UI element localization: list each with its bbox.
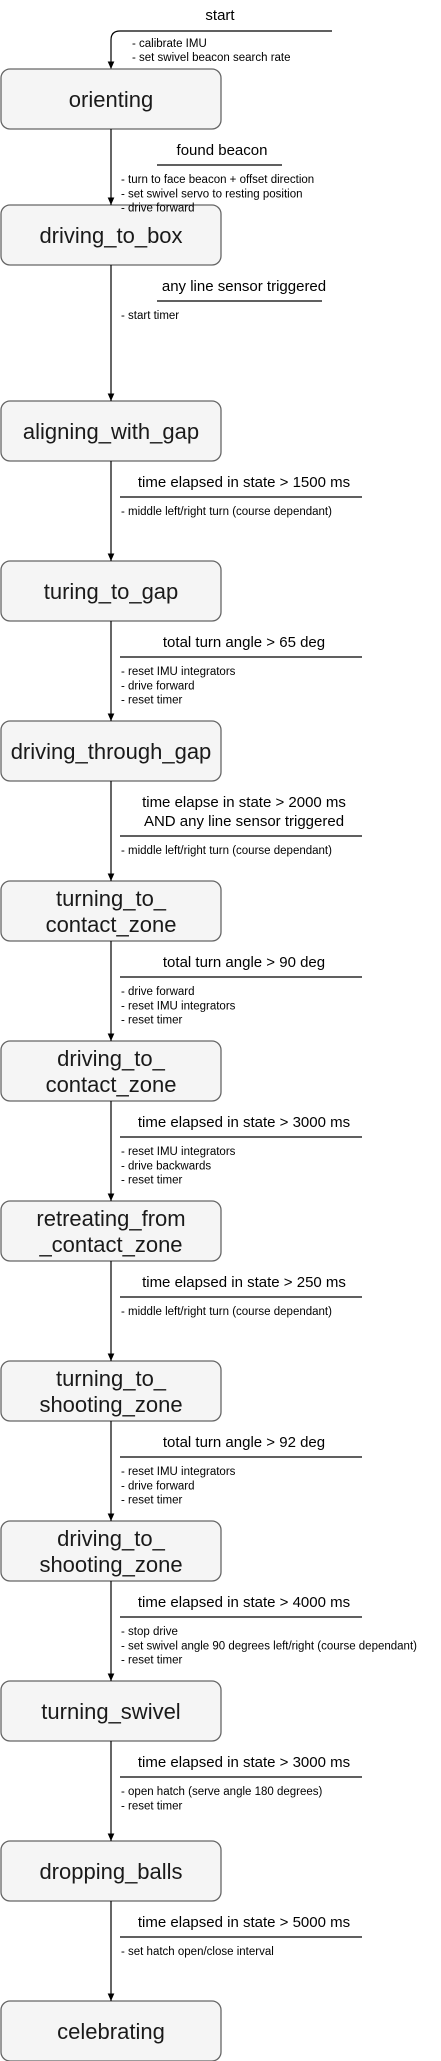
state-label: contact_zone (46, 1072, 177, 1097)
state-turning-to-shooting-zone: turning_to_shooting_zone (0, 1360, 222, 1422)
transition-condition: time elapsed in state > 250 ms (142, 1274, 346, 1291)
states-layer: orienting driving_to_box aligning_with_gap… (0, 68, 222, 2061)
transition-action: - reset timer (121, 1655, 183, 1667)
state-label: orienting (69, 87, 153, 112)
transition-action: - drive forward (121, 986, 195, 998)
state-turning-swivel: turning_swivel (0, 1680, 222, 1742)
transition-action: - reset IMU integrators (121, 1146, 236, 1158)
transitions-layer: found beacon - turn to face beacon + offs… (107, 129, 417, 2001)
transition-condition: time elapsed in state > 4000 ms (138, 1594, 350, 1611)
state-driving-to-box: driving_to_box (0, 204, 222, 266)
state-label: turning_to_ (56, 886, 167, 911)
transition-condition: time elapsed in state > 3000 ms (138, 1114, 350, 1131)
transition-action: - open hatch (serve angle 180 degrees) (121, 1786, 323, 1798)
state-label: _contact_zone (38, 1232, 182, 1257)
transition-action: - reset timer (121, 1800, 183, 1812)
state-driving-through-gap: driving_through_gap (0, 720, 222, 782)
transition-condition: total turn angle > 65 deg (163, 634, 325, 651)
state-label: shooting_zone (39, 1552, 182, 1577)
state-label: driving_to_ (57, 1046, 165, 1071)
transition: total turn angle > 90 deg - drive forward… (107, 941, 362, 1041)
transition-condition: total turn angle > 92 deg (163, 1434, 325, 1451)
state-label: contact_zone (46, 912, 177, 937)
transition-action: - drive backwards (121, 1160, 211, 1172)
transition-action: - set swivel angle 90 degrees left/right… (121, 1640, 417, 1652)
transition-action: - stop drive (121, 1626, 178, 1638)
transition-condition: total turn angle > 90 deg (163, 954, 325, 971)
transition-condition: any line sensor triggered (162, 278, 326, 295)
transition-action: - reset IMU integrators (121, 1000, 236, 1012)
state-label: celebrating (57, 2019, 165, 2044)
start-arrow (107, 30, 332, 69)
state-label: shooting_zone (39, 1392, 182, 1417)
state-driving-to-shooting-zone: driving_to_shooting_zone (0, 1520, 222, 1582)
transition: total turn angle > 92 deg - reset IMU int… (107, 1421, 362, 1521)
transition: found beacon - turn to face beacon + offs… (107, 129, 314, 215)
start-action-line: - set swivel beacon search rate (132, 52, 291, 64)
transition: total turn angle > 65 deg - reset IMU int… (107, 621, 362, 721)
start-action-line: - calibrate IMU (132, 38, 207, 50)
transition-action: - set hatch open/close interval (121, 1946, 274, 1958)
state-label: dropping_balls (39, 1859, 182, 1884)
start-actions: - calibrate IMU - set swivel beacon sear… (132, 38, 291, 64)
transition: time elapsed in state > 4000 ms - stop dr… (107, 1581, 417, 1681)
state-label: driving_to_ (57, 1526, 165, 1551)
transition: time elapsed in state > 250 ms - middle l… (107, 1261, 362, 1361)
start-label: start (205, 7, 235, 24)
state-retreating-from-contact-zone: retreating_from_contact_zone (0, 1200, 222, 1262)
transition: time elapsed in state > 1500 ms - middle … (107, 461, 362, 561)
transition-condition: time elapsed in state > 1500 ms (138, 474, 350, 491)
transition: any line sensor triggered - start timer (107, 265, 326, 401)
transition-action: - middle left/right turn (course dependa… (121, 506, 332, 518)
state-turning-to-contact-zone: turning_to_contact_zone (0, 880, 222, 942)
transition-condition: found beacon (177, 142, 268, 159)
state-label: turning_to_ (56, 1366, 167, 1391)
transition-action: - middle left/right turn (course dependa… (121, 1306, 332, 1318)
transition: time elapse in state > 2000 ms AND any li… (107, 781, 362, 881)
transition-action: - drive forward (121, 1480, 195, 1492)
transition-action: - start timer (121, 310, 179, 322)
transition-action: - reset timer (121, 1175, 183, 1187)
state-label: turning_swivel (41, 1699, 180, 1724)
state-turing-to-gap: turing_to_gap (0, 560, 222, 622)
transition-action: - drive forward (121, 203, 195, 215)
state-label: turing_to_gap (44, 579, 179, 604)
state-label: aligning_with_gap (23, 419, 199, 444)
state-label: retreating_from (36, 1206, 185, 1231)
transition-action: - reset timer (121, 1015, 183, 1027)
transition: time elapsed in state > 3000 ms - reset I… (107, 1101, 362, 1201)
transition: time elapsed in state > 3000 ms - open ha… (107, 1741, 362, 1841)
transition-action: - reset IMU integrators (121, 666, 236, 678)
transition-action: - drive forward (121, 680, 195, 692)
state-dropping-balls: dropping_balls (0, 1840, 222, 1902)
state-celebrating: celebrating (0, 2000, 222, 2061)
transition-condition: AND any line sensor triggered (144, 813, 344, 830)
transition-action: - turn to face beacon + offset direction (121, 174, 314, 186)
transition-action: - middle left/right turn (course dependa… (121, 845, 332, 857)
state-aligning-with-gap: aligning_with_gap (0, 400, 222, 462)
state-label: driving_through_gap (11, 739, 212, 764)
transition-condition: time elapsed in state > 3000 ms (138, 1754, 350, 1771)
transition-condition: time elapse in state > 2000 ms (142, 794, 346, 811)
state-orienting: orienting (0, 68, 222, 130)
transition: time elapsed in state > 5000 ms - set hat… (107, 1901, 362, 2001)
transition-action: - set swivel servo to resting position (121, 188, 303, 200)
state-driving-to-contact-zone: driving_to_contact_zone (0, 1040, 222, 1102)
transition-condition: time elapsed in state > 5000 ms (138, 1914, 350, 1931)
transition-action: - reset timer (121, 1495, 183, 1507)
transition-action: - reset IMU integrators (121, 1466, 236, 1478)
transition-action: - reset timer (121, 695, 183, 707)
state-label: driving_to_box (39, 223, 182, 248)
